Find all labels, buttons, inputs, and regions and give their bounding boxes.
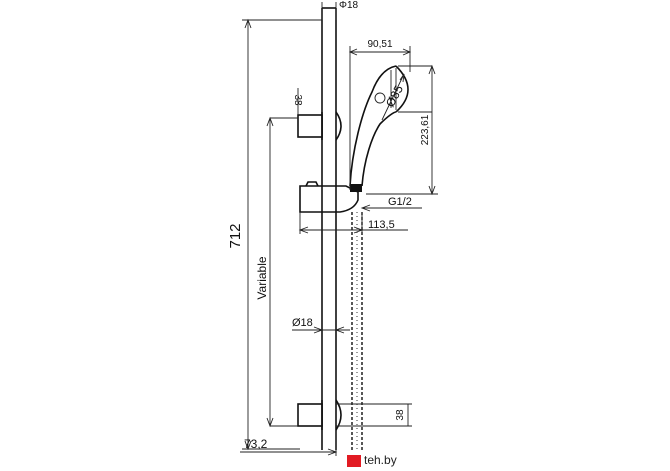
watermark-text: teh.by bbox=[364, 453, 397, 467]
dimension-thread: G1/2 bbox=[360, 196, 422, 212]
thread-label: G1/2 bbox=[388, 196, 412, 208]
dimension-adjustable: Variable bbox=[255, 116, 298, 428]
dimension-wall-offset: 73,2 bbox=[240, 430, 338, 456]
bar-diameter-top-label: Φ18 bbox=[339, 0, 359, 11]
watermark-logo-icon bbox=[347, 454, 361, 467]
dimension-wall-bracket-top: 38 bbox=[292, 88, 303, 115]
slide-bar bbox=[321, 7, 337, 450]
bar-diameter-label: Ø18 bbox=[292, 317, 313, 329]
dimension-bar-diameter: Ø18 bbox=[292, 317, 350, 334]
watermark: teh.by bbox=[347, 452, 457, 468]
total-height-label: 712 bbox=[227, 223, 244, 248]
dimension-bar-diameter-top: Φ18 bbox=[321, 0, 359, 20]
wall-bracket-top-label: 38 bbox=[292, 94, 303, 106]
slider-holder bbox=[299, 181, 362, 213]
dimension-wall-bracket-bottom: 38 bbox=[336, 403, 412, 427]
hand-shower-depth-label: 90,51 bbox=[367, 39, 392, 50]
hand-shower-height-label: 223,61 bbox=[420, 114, 431, 145]
wall-offset-label: 73,2 bbox=[244, 437, 268, 451]
top-wall-bracket bbox=[270, 111, 342, 141]
dimension-holder-projection: 113,5 bbox=[298, 212, 408, 234]
adjustable-label: Variable bbox=[255, 256, 269, 299]
holder-projection-label: 113,5 bbox=[368, 219, 395, 231]
wall-bracket-bottom-label: 38 bbox=[395, 409, 406, 421]
dimension-total-height: 712 bbox=[227, 18, 322, 451]
bottom-wall-bracket bbox=[297, 399, 342, 431]
dimension-hand-shower-depth: 90,51 bbox=[348, 39, 412, 190]
dimension-hand-shower-height: 223,61 bbox=[366, 64, 438, 196]
hand-shower bbox=[349, 65, 432, 187]
hose bbox=[351, 212, 363, 452]
